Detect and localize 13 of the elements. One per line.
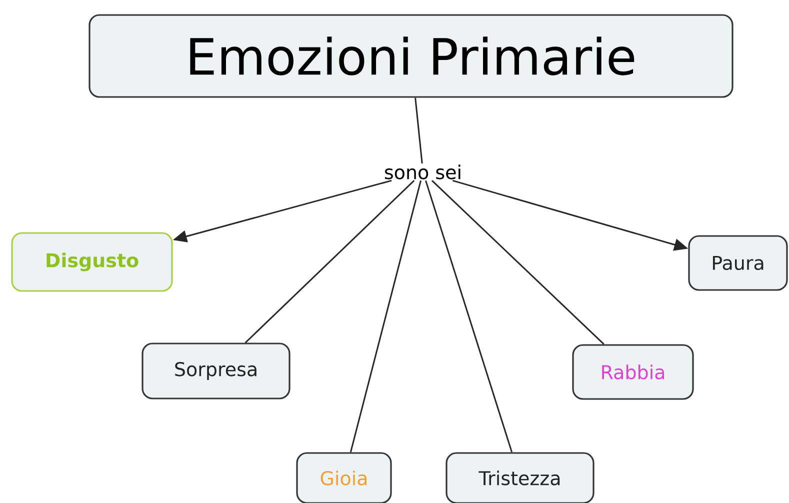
concept-box: Paura [688,235,788,291]
connector-line [244,180,415,344]
connector-line [350,180,422,452]
concept-box: Tristezza [446,452,594,503]
linking-phrase: sono sei [385,164,460,180]
concept-box: Gioia [296,452,392,503]
concept-box: Rabbia [572,344,694,400]
concept-box: Sorpresa [142,342,290,400]
connector-line [431,180,604,345]
connector-line [425,180,513,452]
title-box: Emozioni Primarie [88,14,734,98]
concept-box: Disgusto [11,232,173,292]
connector-line [414,98,423,164]
